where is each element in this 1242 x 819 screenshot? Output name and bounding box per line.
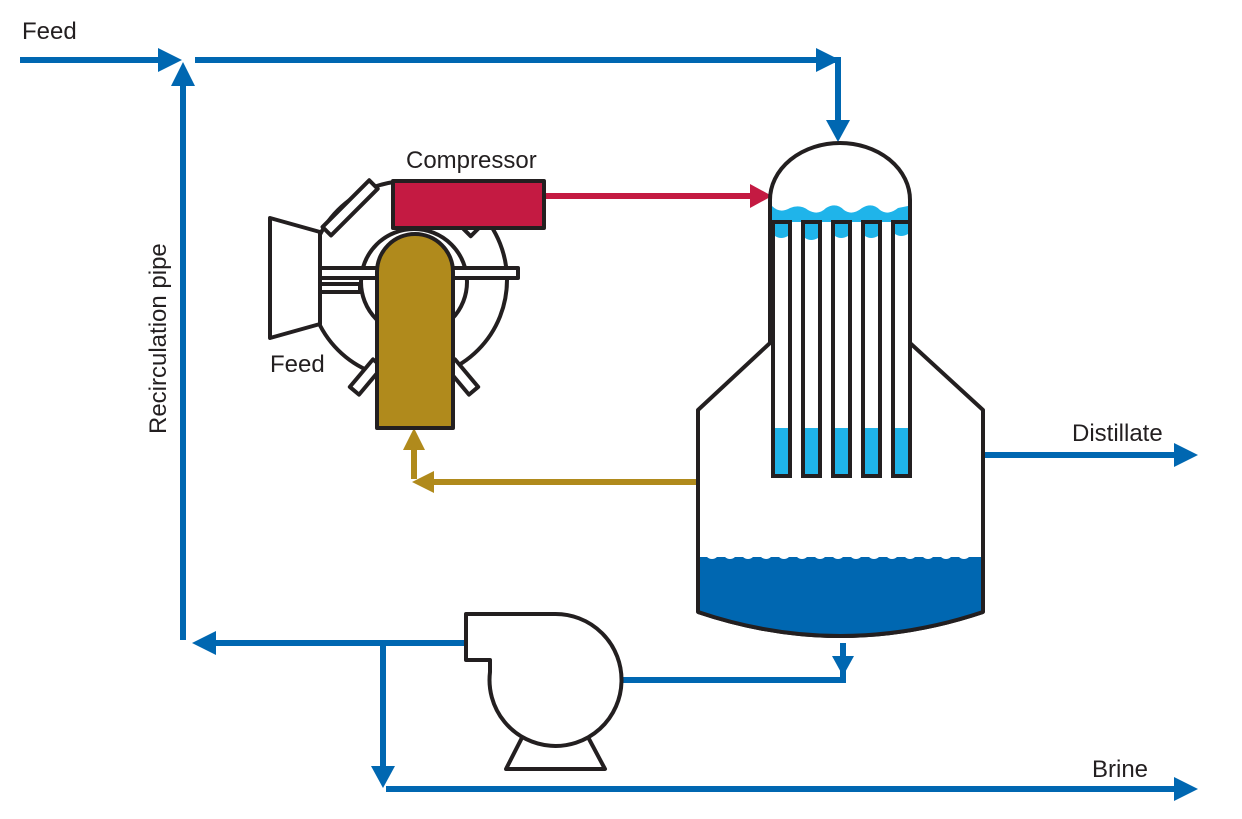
recirculation-pump (464, 611, 624, 771)
feed-line (20, 57, 841, 122)
bottom-arrows (192, 631, 1198, 801)
steam-line (545, 184, 772, 208)
top-water-layer (772, 205, 908, 222)
recirculation-pipe-label: Recirculation pipe (145, 243, 172, 434)
recirculation-pipe (171, 62, 195, 640)
compressor-body (391, 179, 546, 230)
pump-housing (464, 611, 624, 748)
feed-label-compressor: Feed (270, 351, 325, 378)
tube-top-liquid (775, 224, 908, 240)
compressor-assembly (268, 178, 546, 430)
feed-label-top: Feed (22, 18, 77, 45)
bottom-lines (215, 640, 1178, 792)
compressor-inlet-cone (268, 216, 322, 340)
brine-surface-ripples (705, 545, 971, 559)
vapor-return-line (403, 428, 697, 493)
compressor-label: Compressor (406, 147, 537, 174)
brine-pool (700, 557, 981, 635)
brine-label: Brine (1092, 756, 1148, 783)
tube-bottom-liquid (775, 428, 908, 474)
feed-arrows (158, 48, 850, 142)
vapor-chamber (375, 232, 455, 430)
evaporator (696, 141, 985, 638)
distillate-label: Distillate (1072, 420, 1163, 447)
